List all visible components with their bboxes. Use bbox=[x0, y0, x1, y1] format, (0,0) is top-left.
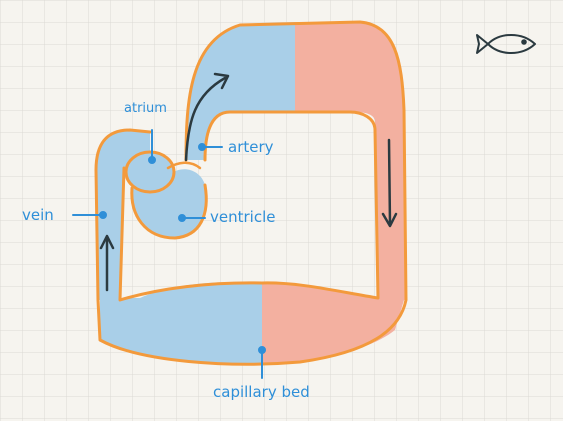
circuit-outline bbox=[94, 20, 408, 366]
ventricle-chamber bbox=[131, 169, 207, 238]
arrow-icon bbox=[99, 234, 115, 250]
artery-label: artery bbox=[228, 138, 274, 156]
vein-vessel bbox=[96, 130, 150, 300]
ventricle-label: ventricle bbox=[210, 208, 275, 226]
artery-vessel bbox=[186, 22, 295, 160]
capillary-bed-label: capillary bed bbox=[213, 383, 310, 401]
arrow-icon bbox=[213, 72, 230, 90]
label-pointers bbox=[72, 129, 266, 379]
capillary-bed-deoxygenated bbox=[100, 282, 262, 365]
atrium-label: atrium bbox=[124, 101, 167, 116]
arrow-icon bbox=[184, 76, 227, 162]
flow-arrows bbox=[99, 72, 398, 292]
arrow-icon bbox=[381, 212, 398, 228]
fish-icon bbox=[476, 34, 536, 54]
ventricle-outline bbox=[130, 183, 208, 240]
circuit-inner-outline bbox=[118, 110, 380, 302]
arrow-icon bbox=[387, 138, 392, 227]
heart-valve-line bbox=[166, 161, 202, 170]
atrium-outline bbox=[124, 150, 176, 194]
vein-label: vein bbox=[22, 206, 54, 224]
